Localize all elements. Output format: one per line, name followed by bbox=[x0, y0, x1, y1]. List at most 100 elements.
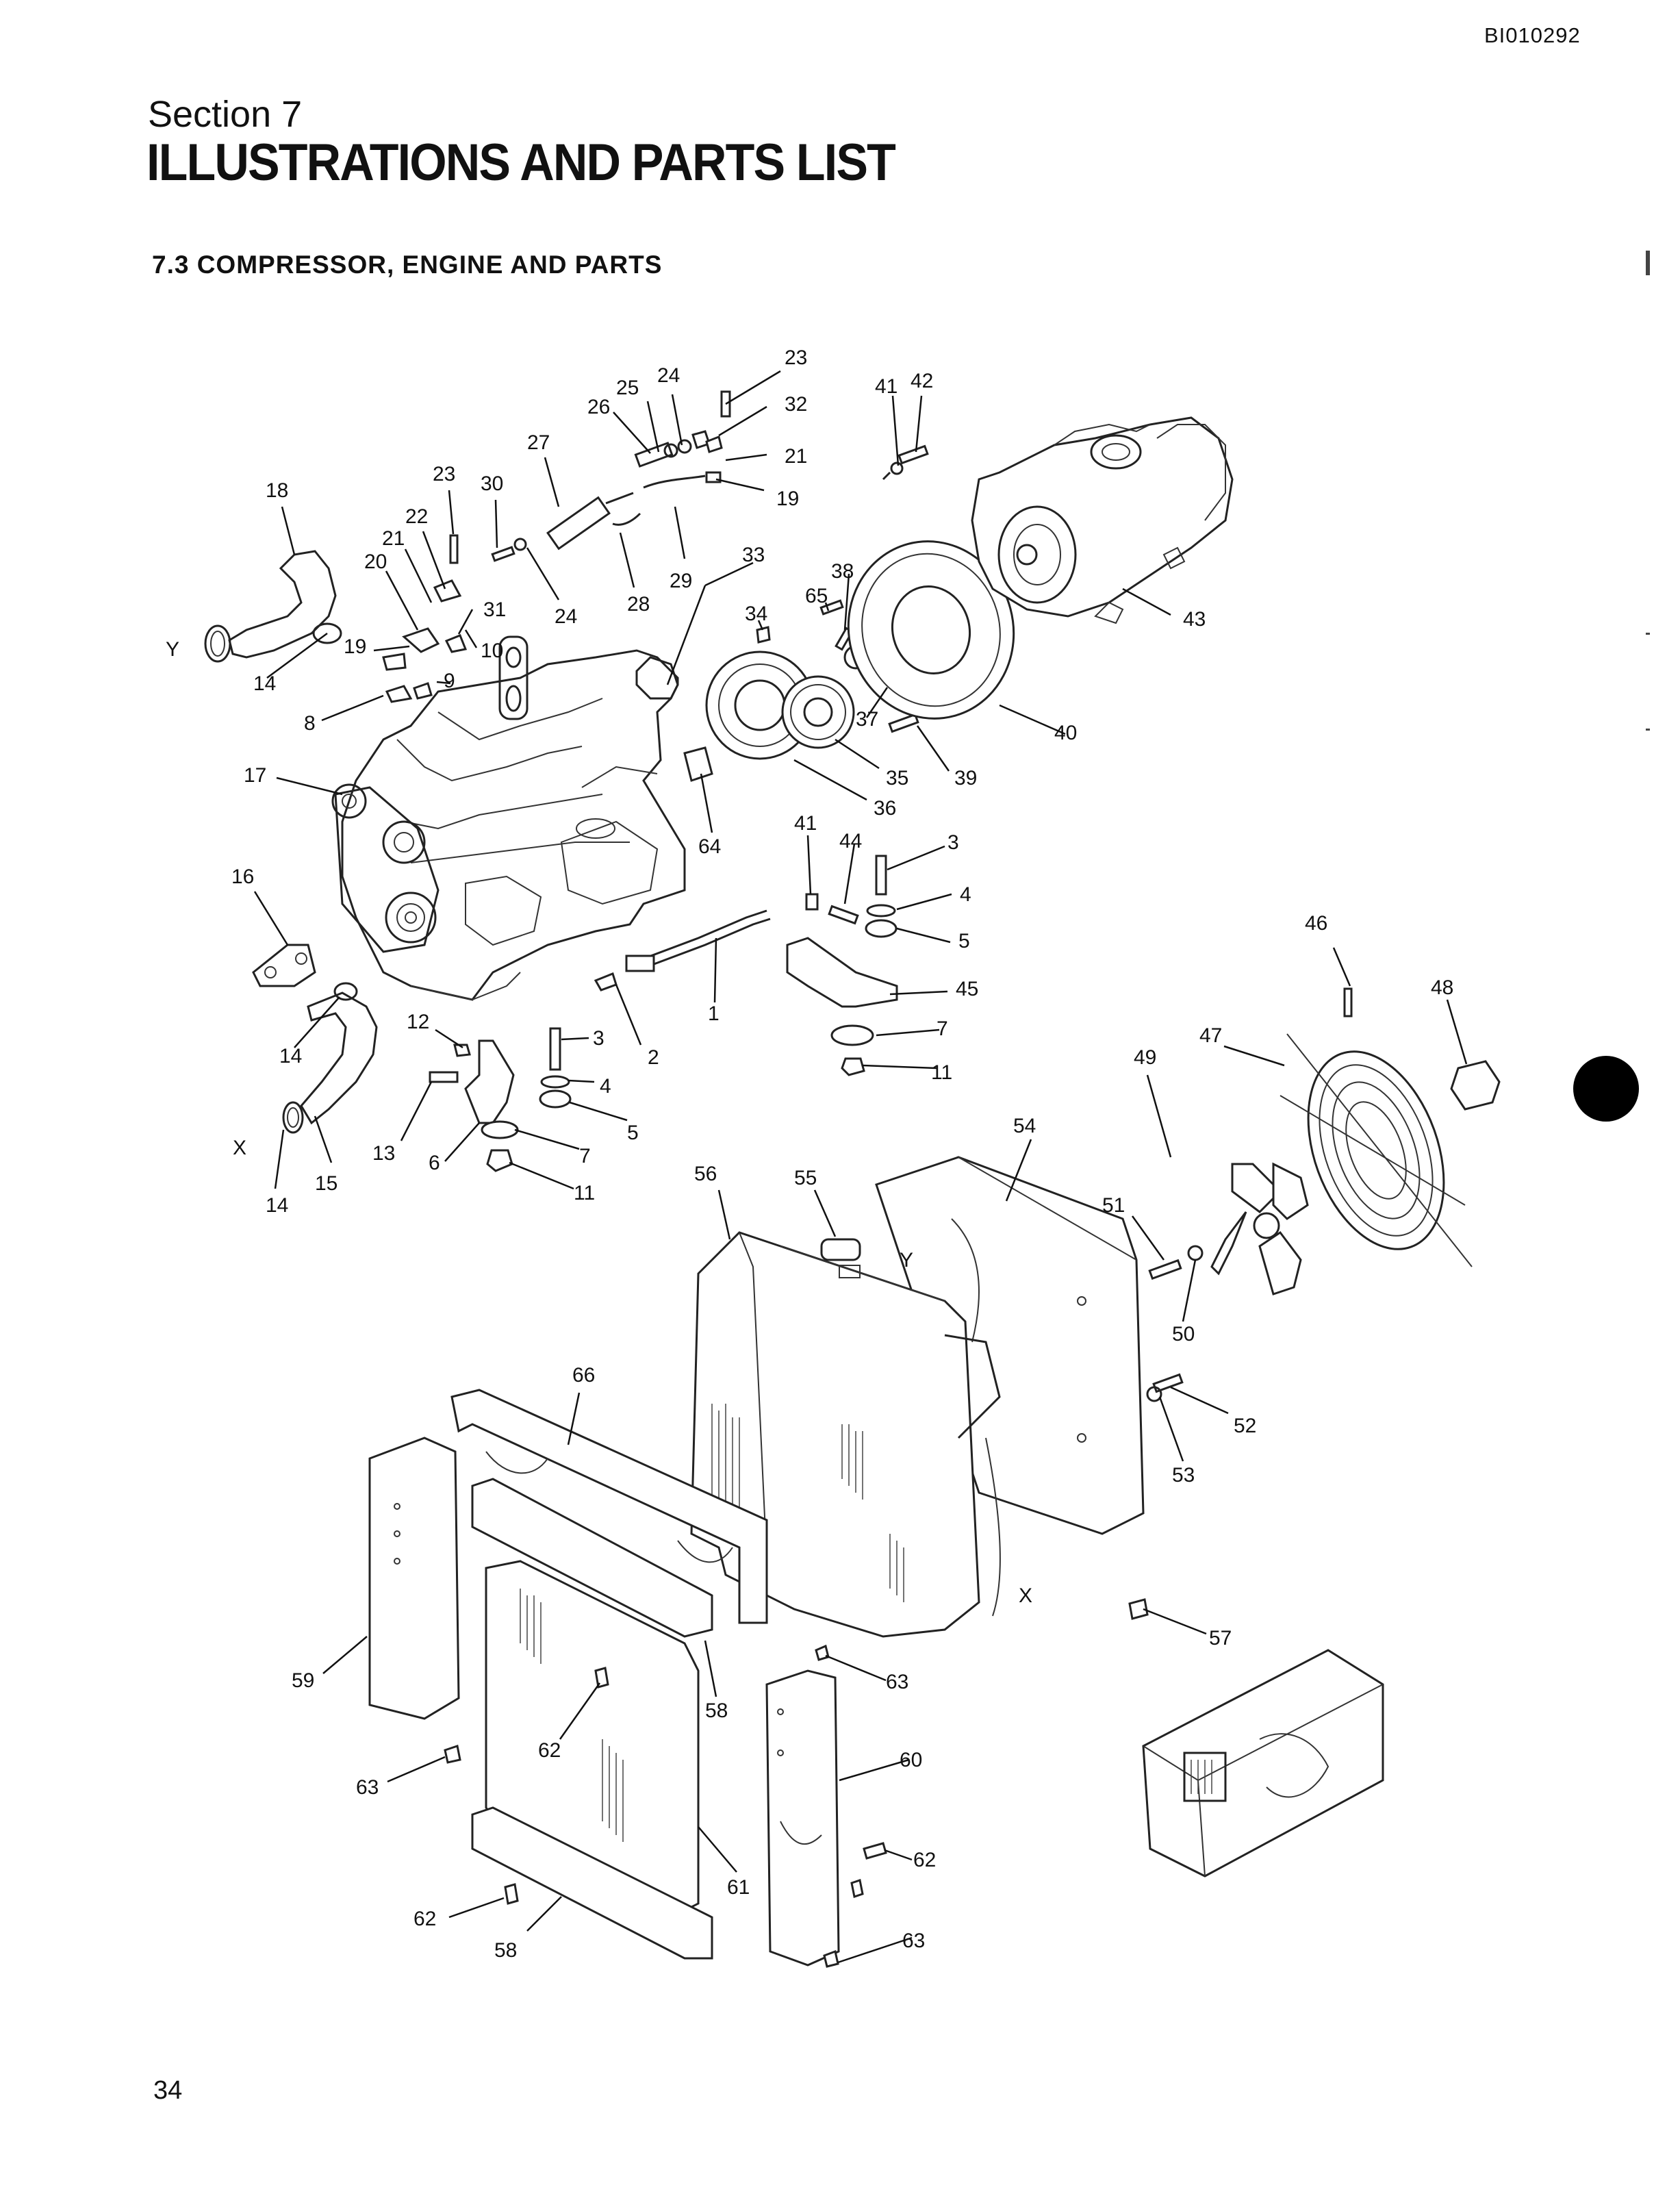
callout-41: 41 bbox=[794, 812, 817, 835]
callout-29: 29 bbox=[670, 570, 692, 592]
callout-11: 11 bbox=[574, 1182, 595, 1204]
top-fittings bbox=[382, 390, 731, 703]
callout-35: 35 bbox=[886, 767, 908, 789]
callout-38: 38 bbox=[831, 560, 854, 583]
margin-mark bbox=[1646, 251, 1650, 275]
callout-31: 31 bbox=[483, 598, 506, 621]
callout-14: 14 bbox=[253, 672, 276, 695]
callout-24: 24 bbox=[555, 605, 577, 628]
mount-hardware-right bbox=[786, 855, 898, 1076]
callout-36: 36 bbox=[874, 797, 896, 820]
callout-2: 2 bbox=[648, 1046, 659, 1069]
callout-22: 22 bbox=[405, 505, 428, 528]
callout-18: 18 bbox=[266, 479, 288, 502]
callout-41: 41 bbox=[875, 375, 898, 398]
callout-5: 5 bbox=[958, 930, 970, 952]
callout-58: 58 bbox=[705, 1699, 728, 1722]
callout-19: 19 bbox=[776, 488, 799, 510]
subsection-title: 7.3 COMPRESSOR, ENGINE AND PARTS bbox=[152, 251, 663, 279]
callout-48: 48 bbox=[1431, 976, 1453, 999]
callout-56: 56 bbox=[694, 1163, 717, 1185]
callout-4: 4 bbox=[600, 1075, 611, 1098]
callout-50: 50 bbox=[1172, 1323, 1195, 1345]
callout-19: 19 bbox=[344, 635, 366, 658]
left-side-bracket bbox=[368, 1437, 460, 1720]
callout-15: 15 bbox=[315, 1172, 338, 1195]
fuel-line bbox=[594, 909, 771, 991]
fan-guard bbox=[1280, 987, 1501, 1267]
callout-7: 7 bbox=[579, 1145, 591, 1167]
callout-63: 63 bbox=[356, 1776, 379, 1799]
callout-30: 30 bbox=[481, 472, 503, 495]
callout-66: 66 bbox=[572, 1364, 595, 1387]
fan-blades bbox=[1148, 1162, 1309, 1295]
callout-62: 62 bbox=[913, 1849, 936, 1871]
callout-28: 28 bbox=[627, 593, 650, 616]
callout-62: 62 bbox=[413, 1908, 436, 1930]
callout-12: 12 bbox=[407, 1011, 429, 1033]
hose-marker-x: X bbox=[1019, 1584, 1032, 1607]
callout-3: 3 bbox=[593, 1027, 604, 1050]
callout-59: 59 bbox=[292, 1669, 314, 1692]
callout-44: 44 bbox=[839, 830, 862, 852]
mount-hardware-left bbox=[429, 1027, 572, 1172]
fan-shroud bbox=[875, 1156, 1184, 1535]
callout-16: 16 bbox=[231, 865, 254, 888]
callout-25: 25 bbox=[616, 377, 639, 399]
callout-10: 10 bbox=[481, 640, 503, 662]
hose-marker-y: Y bbox=[166, 638, 179, 661]
callout-52: 52 bbox=[1234, 1415, 1256, 1437]
callout-37: 37 bbox=[856, 708, 878, 731]
callout-32: 32 bbox=[785, 393, 807, 416]
callout-40: 40 bbox=[1054, 722, 1077, 744]
callout-61: 61 bbox=[727, 1876, 750, 1899]
callout-3: 3 bbox=[947, 831, 959, 854]
callout-64: 64 bbox=[698, 835, 721, 858]
top-bracket bbox=[450, 1389, 768, 1624]
callout-7: 7 bbox=[937, 1017, 948, 1040]
callout-43: 43 bbox=[1183, 608, 1206, 631]
hose-marker-y: Y bbox=[900, 1249, 913, 1272]
callout-46: 46 bbox=[1305, 912, 1327, 935]
flywheel-housing bbox=[847, 444, 1015, 720]
callout-8: 8 bbox=[304, 712, 316, 735]
leader-lines bbox=[253, 370, 1468, 1964]
upper-hose bbox=[204, 550, 342, 663]
callout-20: 20 bbox=[364, 551, 387, 573]
callout-62: 62 bbox=[538, 1739, 561, 1762]
callout-27: 27 bbox=[527, 431, 550, 454]
callout-23: 23 bbox=[785, 346, 807, 369]
callout-47: 47 bbox=[1199, 1024, 1222, 1047]
callout-6: 6 bbox=[429, 1152, 440, 1174]
page-number: 34 bbox=[153, 2076, 183, 2105]
coupling-parts bbox=[683, 599, 919, 782]
oil-cooler-mounting-rail bbox=[471, 1478, 713, 1638]
section-title: ILLUSTRATIONS AND PARTS LIST bbox=[147, 134, 896, 192]
callout-63: 63 bbox=[902, 1930, 925, 1952]
section-label: Section 7 bbox=[148, 94, 303, 135]
callout-53: 53 bbox=[1172, 1464, 1195, 1487]
callout-4: 4 bbox=[960, 883, 971, 906]
callout-34: 34 bbox=[745, 603, 767, 625]
callout-55: 55 bbox=[794, 1167, 817, 1189]
callout-17: 17 bbox=[244, 764, 266, 787]
callout-63: 63 bbox=[886, 1671, 908, 1693]
callout-23: 23 bbox=[433, 463, 455, 485]
callout-14: 14 bbox=[279, 1045, 302, 1067]
callout-11: 11 bbox=[931, 1061, 952, 1084]
callout-21: 21 bbox=[382, 527, 405, 550]
callout-51: 51 bbox=[1102, 1194, 1125, 1217]
callout-60: 60 bbox=[900, 1749, 922, 1771]
control-module bbox=[1142, 1649, 1384, 1878]
engine-assembly bbox=[331, 635, 686, 1001]
callout-13: 13 bbox=[372, 1142, 395, 1165]
callout-49: 49 bbox=[1134, 1046, 1156, 1069]
callout-21: 21 bbox=[785, 445, 807, 468]
callout-26: 26 bbox=[587, 396, 610, 418]
callout-42: 42 bbox=[911, 370, 933, 392]
callout-33: 33 bbox=[742, 544, 765, 566]
callout-1: 1 bbox=[708, 1002, 720, 1025]
hose-marker-x: X bbox=[233, 1137, 246, 1159]
margin-mark bbox=[1646, 729, 1650, 731]
